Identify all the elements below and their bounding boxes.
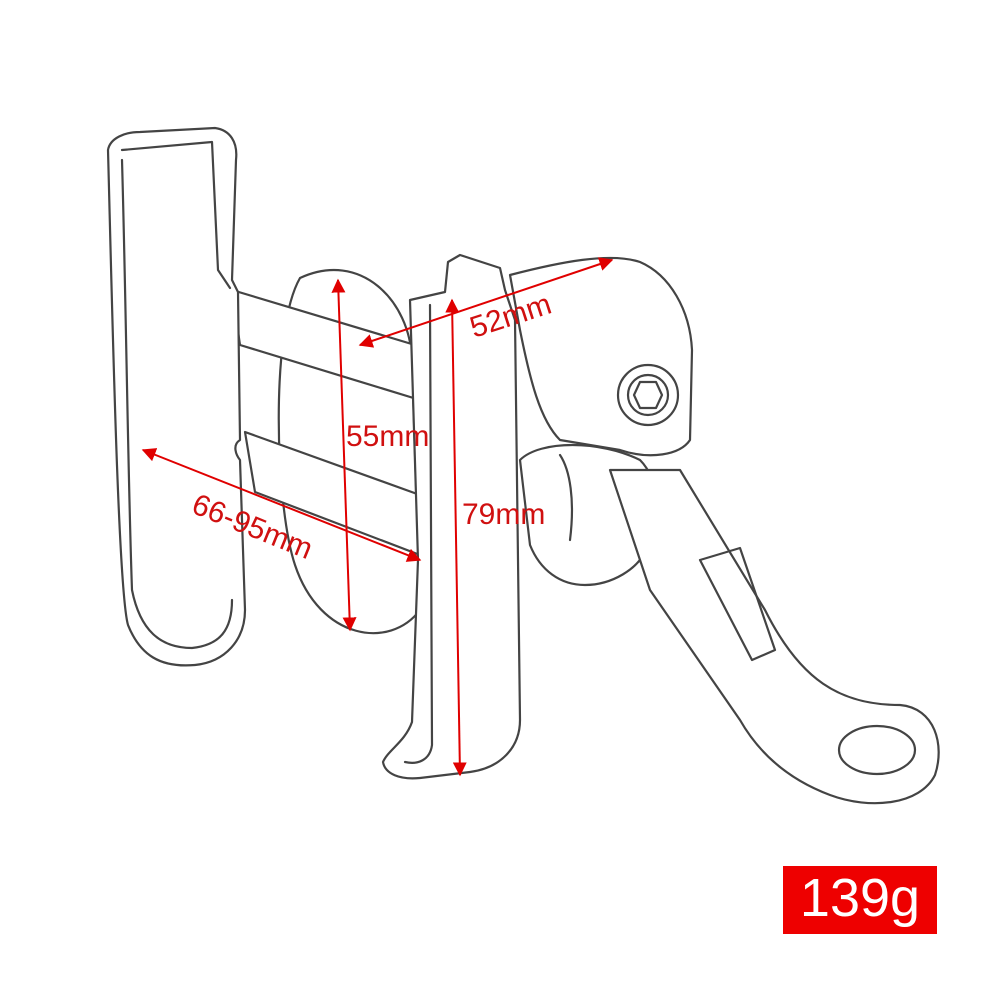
label-55mm: 55mm (346, 420, 429, 453)
left-jaw-inner (120, 140, 232, 290)
left-jaw (106, 126, 247, 667)
arrow-66-95mm (141, 448, 422, 562)
arrow-52mm (358, 257, 614, 348)
arrow-79mm (445, 298, 467, 777)
hex-bolt (616, 363, 680, 427)
label-79mm: 79mm (462, 498, 545, 531)
mounting-arm (608, 468, 940, 805)
ball-joint-block (508, 256, 694, 457)
weight-badge: 139g (783, 866, 937, 934)
arm-slot (698, 546, 777, 662)
mounting-hole (837, 724, 917, 776)
